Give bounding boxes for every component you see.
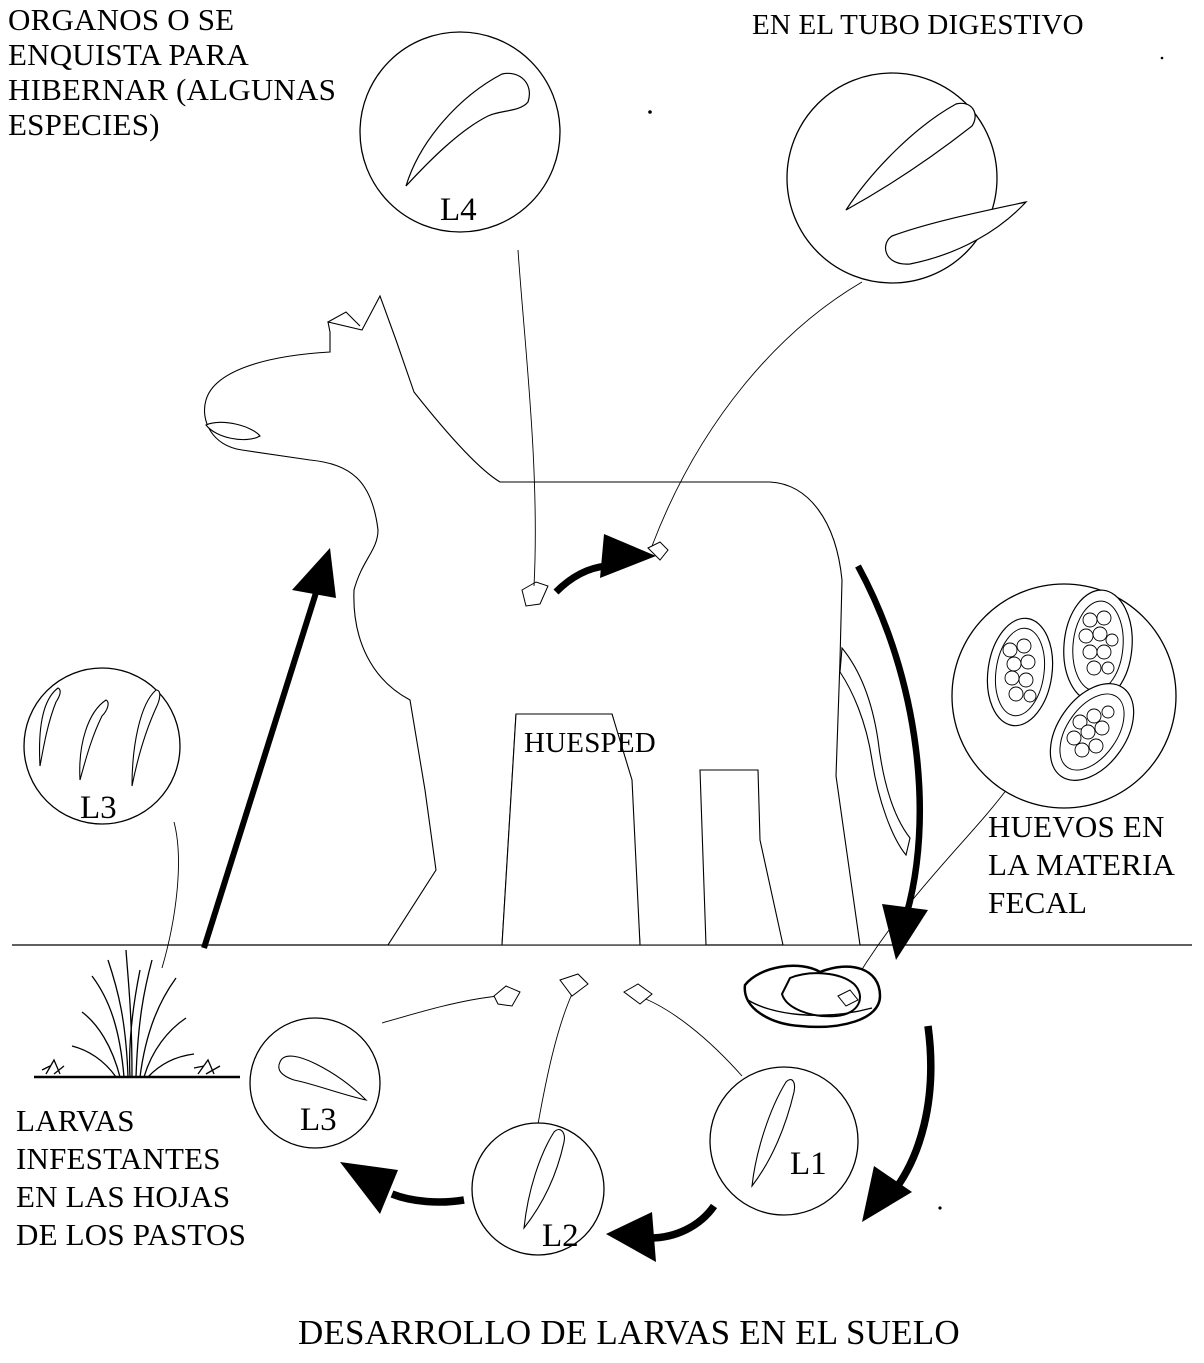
arrow-l2-to-l3 <box>340 1162 464 1214</box>
stage-label-l4: L4 <box>440 192 477 228</box>
label-eggs-line-1: HUEVOS EN <box>988 808 1175 846</box>
label-infective-larvae: LARVAS INFESTANTES EN LAS HOJAS DE LOS P… <box>16 1102 246 1254</box>
label-eggs-feces: HUEVOS EN LA MATERIA FECAL <box>988 808 1175 922</box>
stage-label-l2: L2 <box>542 1218 579 1254</box>
label-organs-encyst: ORGANOS O SE ENQUISTA PARA HIBERNAR (ALG… <box>8 2 336 142</box>
label-eggs-line-3: FECAL <box>988 884 1175 922</box>
circle-eggs <box>952 584 1176 808</box>
connector-l3-grass <box>162 822 178 968</box>
speck-1 <box>648 110 652 114</box>
label-larvae-line-1: LARVAS <box>16 1102 246 1140</box>
ground-larva-blob-1 <box>494 986 520 1006</box>
circle-l3-grass: L3 <box>24 668 180 826</box>
label-eggs-line-2: LA MATERIA <box>988 846 1175 884</box>
speck-3 <box>938 1206 941 1209</box>
ground-larva-blob-2 <box>560 974 588 996</box>
connector-l3 <box>382 996 498 1023</box>
label-organs-line-3: HIBERNAR (ALGUNAS <box>8 72 336 107</box>
arrow-l1-to-l2 <box>606 1206 714 1262</box>
fecal-mass <box>745 966 880 1027</box>
circle-l2: L2 <box>472 1123 604 1255</box>
ground-larva-blob-3 <box>624 984 652 1004</box>
label-larvae-line-4: DE LOS PASTOS <box>16 1216 246 1254</box>
label-organs-line-1: ORGANOS O SE <box>8 2 336 37</box>
label-soil-development: DESARROLLO DE LARVAS EN EL SUELO <box>298 1315 960 1350</box>
connector-l1 <box>638 996 742 1076</box>
stage-label-l3-grass: L3 <box>80 790 117 826</box>
circle-l1: L1 <box>710 1067 858 1215</box>
connector-l2 <box>538 994 572 1124</box>
connector-eggs <box>846 785 1010 996</box>
label-organs-line-2: ENQUISTA PARA <box>8 37 336 72</box>
label-larvae-line-3: EN LAS HOJAS <box>16 1178 246 1216</box>
stage-label-l3: L3 <box>300 1102 337 1138</box>
stage-label-l1: L1 <box>790 1146 827 1182</box>
label-digestive-tract: EN EL TUBO DIGESTIVO <box>752 8 1084 43</box>
circle-l3: L3 <box>250 1018 380 1148</box>
label-larvae-line-2: INFESTANTES <box>16 1140 246 1178</box>
arrow-up-host-infection <box>204 548 336 948</box>
speck-2 <box>1161 57 1164 60</box>
arrow-to-l1 <box>862 1026 931 1222</box>
label-host: HUESPED <box>524 726 656 761</box>
circle-adults <box>787 73 1026 283</box>
grass-tuft <box>34 950 240 1077</box>
label-organs-line-4: ESPECIES) <box>8 107 336 142</box>
circle-l4: L4 <box>360 32 560 232</box>
arrow-down-eggs-passed <box>858 566 928 960</box>
